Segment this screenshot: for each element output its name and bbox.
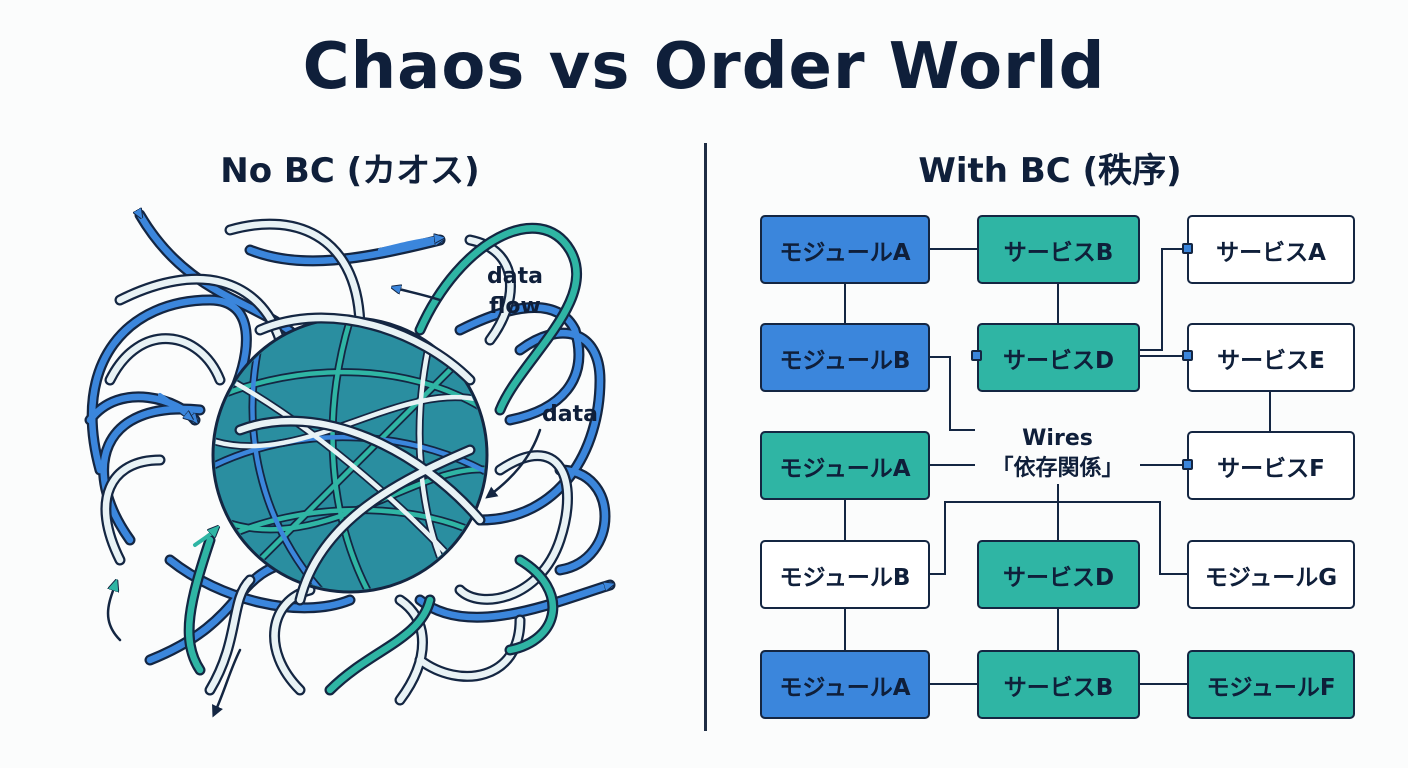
center-divider <box>704 143 707 731</box>
port-service-e <box>1182 350 1193 361</box>
node-service-b-r1: サービスB <box>977 215 1140 284</box>
order-heading: With BC (秩序) <box>918 151 1182 191</box>
node-module-f-r5: モジュールF <box>1187 650 1355 719</box>
node-module-a-r3: モジュールA <box>760 431 930 500</box>
port-service-a <box>1182 243 1193 254</box>
node-service-f-r3: サービスF <box>1187 431 1355 500</box>
node-module-b-r2: モジュールB <box>760 323 930 392</box>
page-title: Chaos vs Order World <box>302 30 1106 104</box>
data-label: data <box>542 402 598 427</box>
chaos-heading: No BC (カオス) <box>220 151 480 191</box>
node-module-g-r4: モジュールG <box>1187 540 1355 609</box>
node-module-a-r5: モジュールA <box>760 650 930 719</box>
tangle-illustration <box>84 0 616 718</box>
node-service-d-r4: サービスD <box>977 540 1140 609</box>
node-service-a-r1: サービスA <box>1187 215 1355 284</box>
data-flow-label: data flow <box>487 264 543 319</box>
node-service-d-r2: サービスD <box>977 323 1140 392</box>
wires-label: Wires 「依存関係」 <box>975 424 1140 484</box>
node-module-b-r4: モジュールB <box>760 540 930 609</box>
node-service-b-r5: サービスB <box>977 650 1140 719</box>
port-service-d <box>971 350 982 361</box>
node-service-e-r2: サービスE <box>1187 323 1355 392</box>
node-module-a-r1: モジュールA <box>760 215 930 284</box>
port-service-f <box>1182 459 1193 470</box>
